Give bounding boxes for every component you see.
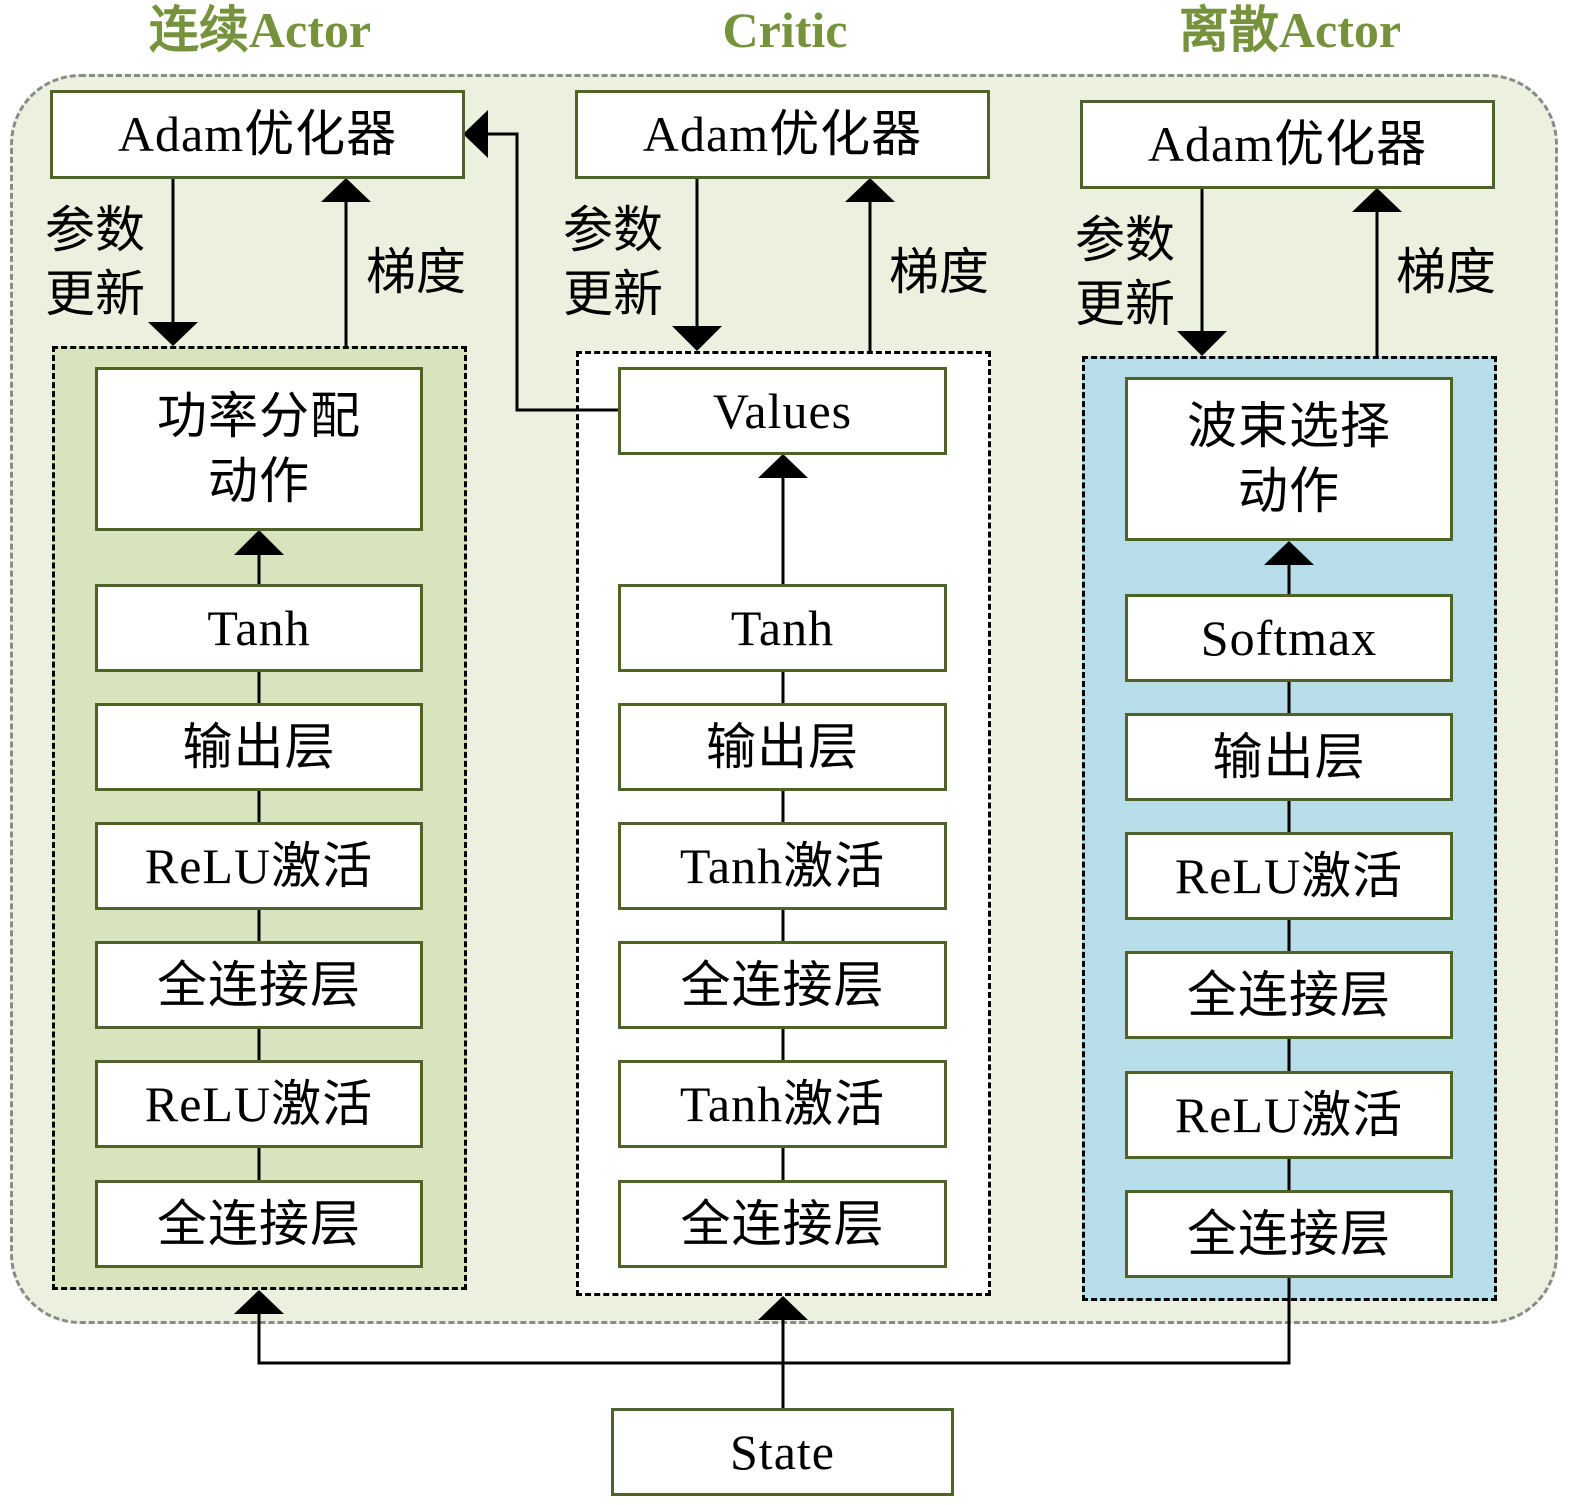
discrete-actor-optimizer: Adam优化器 (1080, 100, 1495, 189)
arrowhead-up (1352, 188, 1402, 212)
beam-selection-action: 波束选择 动作 (1125, 377, 1453, 541)
continuous-actor-optimizer: Adam优化器 (50, 90, 465, 179)
arrowhead-up (845, 178, 895, 202)
layer-box: ReLU激活 (1125, 1071, 1453, 1159)
layer-box: Tanh (95, 584, 423, 672)
layer-box: 全连接层 (95, 1180, 423, 1268)
gradient-label-right: 梯度 (1396, 244, 1496, 300)
action-line2: 动作 (1238, 463, 1340, 519)
layer-box: 全连接层 (95, 941, 423, 1029)
param-update-label-right: 参数更新 (1075, 208, 1175, 336)
action-line2: 动作 (208, 453, 310, 509)
layer-box: 全连接层 (1125, 951, 1453, 1039)
action-line1: 功率分配 (157, 388, 361, 444)
layer-box: Tanh激活 (618, 822, 947, 910)
layer-box: Tanh (618, 584, 947, 672)
arrowhead-up (758, 1296, 808, 1320)
critic-title: Critic (722, 2, 848, 58)
layer-box: 全连接层 (1125, 1190, 1453, 1278)
gradient-label-left: 梯度 (366, 244, 466, 300)
arrowhead-down (672, 326, 722, 351)
param-update-line1: 参数 (45, 202, 145, 258)
arrowhead-up (758, 454, 808, 478)
arrowhead-down (1177, 331, 1227, 356)
layer-box: 全连接层 (618, 941, 947, 1029)
layer-box: Tanh激活 (618, 1060, 947, 1148)
power-allocation-action: 功率分配 动作 (95, 367, 423, 531)
param-update-line1: 参数 (1075, 212, 1175, 268)
layer-box: 输出层 (95, 703, 423, 791)
param-update-line1: 参数 (563, 202, 663, 258)
arrowhead-up (1264, 541, 1314, 565)
action-line1: 波束选择 (1187, 398, 1391, 454)
layer-box: 全连接层 (618, 1180, 947, 1268)
layer-box: ReLU激活 (95, 822, 423, 910)
param-update-label-left: 参数更新 (45, 198, 145, 326)
layer-box: Softmax (1125, 594, 1453, 682)
arrowhead-up (234, 530, 284, 555)
layer-box: 输出层 (1125, 713, 1453, 801)
continuous-actor-title: 连续Actor (148, 2, 372, 58)
critic-optimizer: Adam优化器 (575, 90, 990, 179)
layer-box: ReLU激活 (1125, 832, 1453, 920)
values-to-actor-optimizer-line (488, 132, 620, 412)
discrete-actor-title: 离散Actor (1178, 2, 1402, 58)
param-update-line2: 更新 (45, 266, 145, 322)
layer-box: 输出层 (618, 703, 947, 791)
values-output: Values (618, 367, 947, 455)
arrowhead-left (463, 110, 488, 158)
layer-box: ReLU激活 (95, 1060, 423, 1148)
param-update-label-critic: 参数更新 (563, 198, 663, 326)
gradient-label-critic: 梯度 (889, 244, 989, 300)
arrowhead-down (148, 322, 198, 346)
state-input: State (611, 1408, 954, 1496)
arrowhead-up (234, 1290, 284, 1314)
param-update-line2: 更新 (563, 266, 663, 322)
param-update-line2: 更新 (1075, 276, 1175, 332)
arrowhead-up (321, 178, 371, 202)
